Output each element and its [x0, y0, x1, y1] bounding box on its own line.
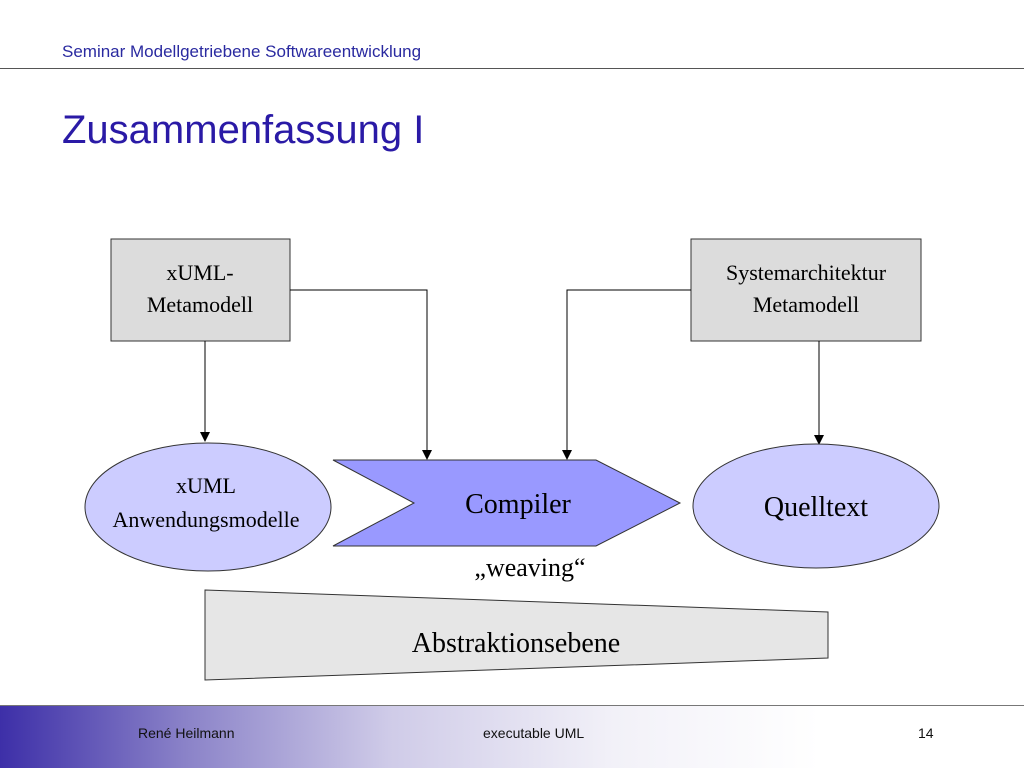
sysarch-metamodel-label-2: Metamodell	[753, 292, 859, 317]
arrow-xuml-metamodel-to-compiler	[290, 289, 432, 460]
header-divider	[0, 68, 1024, 69]
weaving-label: „weaving“	[474, 553, 585, 582]
footer-author: René Heilmann	[138, 725, 235, 741]
diagram: xUML- Metamodell Systemarchitektur Metam…	[84, 238, 940, 681]
compiler-chevron: Compiler	[332, 459, 682, 547]
xuml-metamodel-box: xUML- Metamodell	[110, 238, 291, 342]
source-code-ellipse: Quelltext	[692, 443, 940, 569]
footer-bar	[0, 706, 1024, 768]
source-code-label: Quelltext	[764, 492, 868, 523]
xuml-metamodel-label-2: Metamodell	[147, 292, 253, 317]
xuml-models-label-1: xUML	[176, 473, 236, 498]
compiler-label: Compiler	[465, 489, 571, 520]
footer-page-number: 14	[918, 725, 934, 741]
footer-topic: executable UML	[483, 725, 585, 741]
sysarch-metamodel-box: Systemarchitektur Metamodell	[690, 238, 922, 342]
sysarch-metamodel-label-1: Systemarchitektur	[726, 260, 887, 285]
footer-divider	[0, 705, 1024, 706]
xuml-models-label-2: Anwendungsmodelle	[113, 507, 300, 532]
xuml-metamodel-label-1: xUML-	[166, 260, 233, 285]
arrow-sysarch-metamodel-to-compiler	[562, 289, 691, 460]
slide-title: Zusammenfassung I	[62, 108, 425, 152]
xuml-models-ellipse: xUML Anwendungsmodelle	[84, 442, 332, 572]
abstraction-label: Abstraktionsebene	[412, 628, 620, 659]
header-title: Seminar Modellgetriebene Softwareentwick…	[62, 42, 422, 61]
abstraction-wedge: Abstraktionsebene	[204, 589, 829, 681]
